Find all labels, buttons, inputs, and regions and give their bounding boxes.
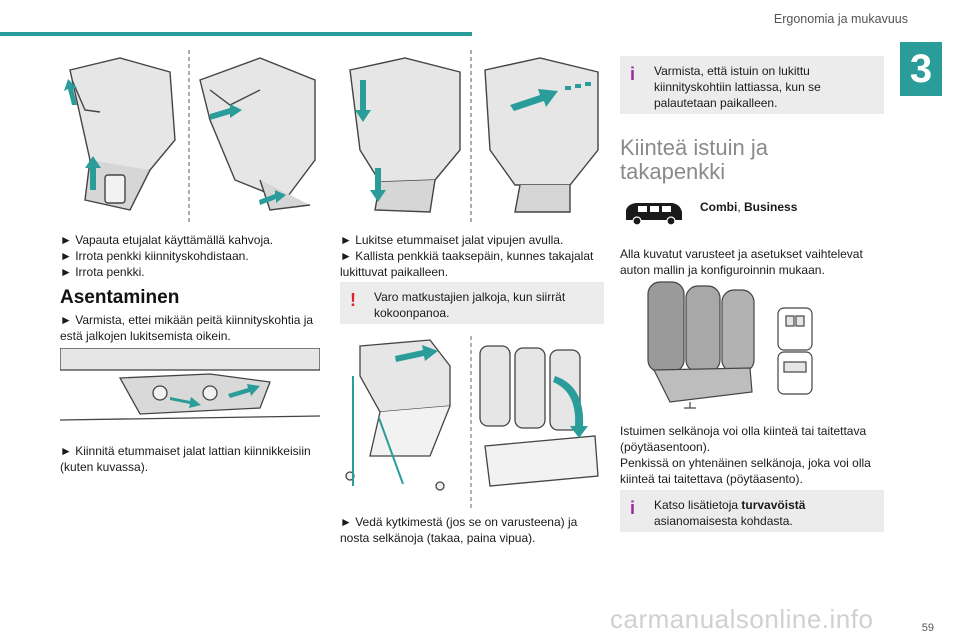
heading-installation: Asentaminen [60, 287, 180, 308]
watermark: carmanualsonline.info [610, 604, 874, 634]
chapter-number: 3 [900, 42, 942, 96]
figure-floor-anchors [60, 348, 320, 428]
steps-lock: ► Lukitse etummaiset jalat vipujen avull… [340, 232, 604, 280]
step-pull-lever: ► Vedä kytkimestä (jos se on varusteena)… [340, 515, 578, 545]
versions-label: Combi, Business [700, 199, 797, 215]
version-separator: , [737, 200, 745, 214]
heading-fixed-seat: Kiinteä istuin ja takapenkki [620, 135, 768, 184]
step-attach-front-legs: ► Kiinnitä etummaiset jalat lattian kiin… [60, 444, 311, 474]
step-remove-bench: ► Irrota penkki. [60, 265, 145, 279]
figure-lock-legs [340, 50, 602, 222]
bench-backrest-text: Penkissä on yhtenäinen selkänoja, joka v… [620, 456, 871, 486]
info-icon: i [630, 64, 636, 84]
version-combi: Combi [700, 200, 738, 214]
warning-icon: ! [350, 290, 356, 310]
info-seatbelts-suffix: asianomaisesta kohdasta. [654, 514, 793, 528]
step-lock-front-legs: ► Lukitse etummaiset jalat vipujen avull… [340, 233, 564, 247]
steps-remove: ► Vapauta etujalat käyttämällä kahvoja. … [60, 232, 322, 280]
page-number: 59 [921, 622, 934, 634]
info-note-locking: i Varmista, että istuin on lukittu kiinn… [620, 56, 884, 114]
section-title: Ergonomia ja mukavuus [773, 12, 908, 26]
header-accent-bar [0, 32, 472, 36]
step-release-front-legs: ► Vapauta etujalat käyttämällä kahvoja. [60, 233, 274, 247]
backrest-description: Istuimen selkänoja voi olla kiinteä tai … [620, 423, 884, 487]
figure-raise-backrest [340, 336, 602, 508]
info-seatbelts-text: Katso lisätietoja turvavöistä asianomais… [654, 497, 876, 529]
figure-seats-overview [640, 280, 860, 412]
step-check-anchors: ► Varmista, ettei mikään peitä kiinnitys… [60, 313, 314, 343]
info-seatbelts-prefix: Katso lisätietoja [654, 498, 742, 512]
warning-note: ! Varo matkustajien jalkoja, kun siirrät… [340, 282, 604, 324]
figure-remove-bench [60, 50, 320, 222]
step-detach-bench: ► Irrota penkki kiinnityskohdistaan. [60, 249, 249, 263]
step-tilt-bench: ► Kallista penkkiä taaksepäin, kunnes ta… [340, 249, 594, 279]
info-icon: i [630, 498, 636, 518]
seatbelts-link[interactable]: turvavöistä [741, 498, 806, 512]
van-icon [622, 200, 686, 226]
version-business: Business [744, 200, 798, 214]
info-note-text: Varmista, että istuin on lukittu kiinnit… [654, 64, 821, 110]
warning-text: Varo matkustajien jalkoja, kun siirrät k… [374, 290, 566, 320]
info-note-seatbelts: i Katso lisätietoja turvavöistä asianoma… [620, 490, 884, 532]
seat-backrest-text: Istuimen selkänoja voi olla kiinteä tai … [620, 424, 867, 454]
equipment-note: Alla kuvatut varusteet ja asetukset vaih… [620, 247, 863, 277]
